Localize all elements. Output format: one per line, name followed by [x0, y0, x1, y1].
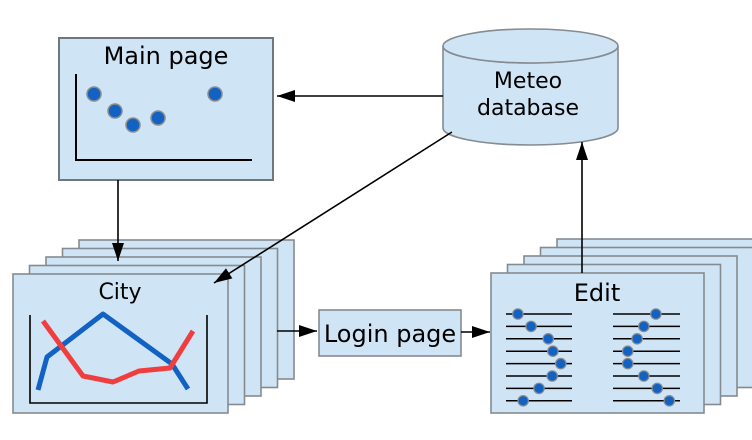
slider-thumb	[512, 308, 524, 320]
login-page-node: Login page	[318, 309, 462, 357]
slider-thumb	[621, 345, 634, 357]
flow-arrows	[112, 90, 588, 338]
edit-sliders-right-column	[613, 308, 680, 407]
scatter-dot	[150, 110, 166, 126]
city-stack-page-1	[12, 273, 229, 414]
main-page-title: Main page	[104, 42, 229, 70]
slider-thumb	[542, 332, 555, 345]
main-chart-axes	[75, 74, 252, 161]
slider-thumb	[546, 370, 558, 382]
slider-thumb	[547, 345, 559, 357]
blue-series-line	[35, 311, 191, 391]
edit-stack-node: Edit	[490, 238, 752, 414]
slider-thumb	[651, 382, 664, 395]
slider-thumb	[554, 357, 567, 370]
slider-thumb	[638, 320, 650, 333]
edit-stack-page-1	[490, 272, 705, 414]
city-title: City	[98, 280, 141, 305]
database-cylinder-top	[442, 28, 619, 64]
main-page-node: Main page	[58, 37, 274, 181]
edit-sliders-left-column	[506, 308, 572, 407]
slider-thumb	[631, 332, 643, 345]
main-page-scatter	[86, 86, 223, 133]
slider-thumb	[517, 394, 529, 407]
city-stack	[12, 239, 295, 414]
login-page-title: Login page	[324, 320, 456, 348]
main-page-box	[58, 37, 274, 181]
login-page-box	[318, 309, 462, 357]
scatter-dot	[207, 86, 223, 102]
city-chart-frame	[29, 315, 208, 404]
red-series-line	[40, 319, 196, 385]
slider-thumb	[650, 308, 662, 320]
edit-title: Edit	[574, 279, 620, 307]
scatter-dot	[125, 117, 141, 133]
scatter-dot	[86, 86, 102, 102]
city-line-chart	[35, 311, 196, 391]
slider-thumb	[621, 357, 634, 370]
city-stack-node: City	[12, 239, 295, 414]
slider-thumb	[638, 370, 650, 382]
meteo-database-node: Meteo database	[442, 28, 619, 146]
db-to-city-arrow	[213, 131, 453, 284]
slider-thumb	[533, 382, 545, 395]
database-title-line2: database	[477, 96, 579, 121]
database-title-line1: Meteo	[494, 69, 562, 94]
slider-thumb	[663, 394, 676, 407]
scatter-dot	[107, 103, 123, 119]
slider-thumb	[525, 320, 537, 333]
